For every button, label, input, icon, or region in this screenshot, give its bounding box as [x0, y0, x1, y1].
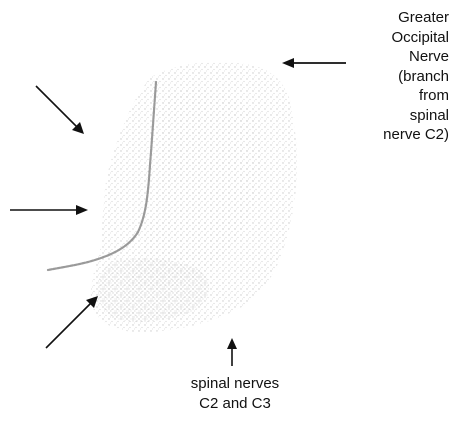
greater-occipital-line-5: from [329, 86, 449, 106]
greater-occipital-line-7: nerve C2) [329, 125, 449, 145]
arrow-spinal-nerves [227, 338, 237, 366]
greater-occipital-label: Greater Occipital Nerve (branch from spi… [329, 8, 449, 145]
arrow-lower-left [46, 296, 98, 348]
greater-occipital-line-1: Greater [329, 8, 449, 28]
arrow-upper-left [36, 86, 84, 134]
greater-occipital-line-4: (branch [329, 67, 449, 87]
greater-occipital-line-2: Occipital [329, 28, 449, 48]
spinal-nerves-line-2: C2 and C3 [150, 394, 320, 414]
spinal-nerves-line-1: spinal nerves [150, 374, 320, 394]
greater-occipital-line-3: Nerve [329, 47, 449, 67]
spinal-nerves-label: spinal nerves C2 and C3 [150, 374, 320, 414]
arrow-middle-left [10, 205, 88, 215]
greater-occipital-line-6: spinal [329, 106, 449, 126]
